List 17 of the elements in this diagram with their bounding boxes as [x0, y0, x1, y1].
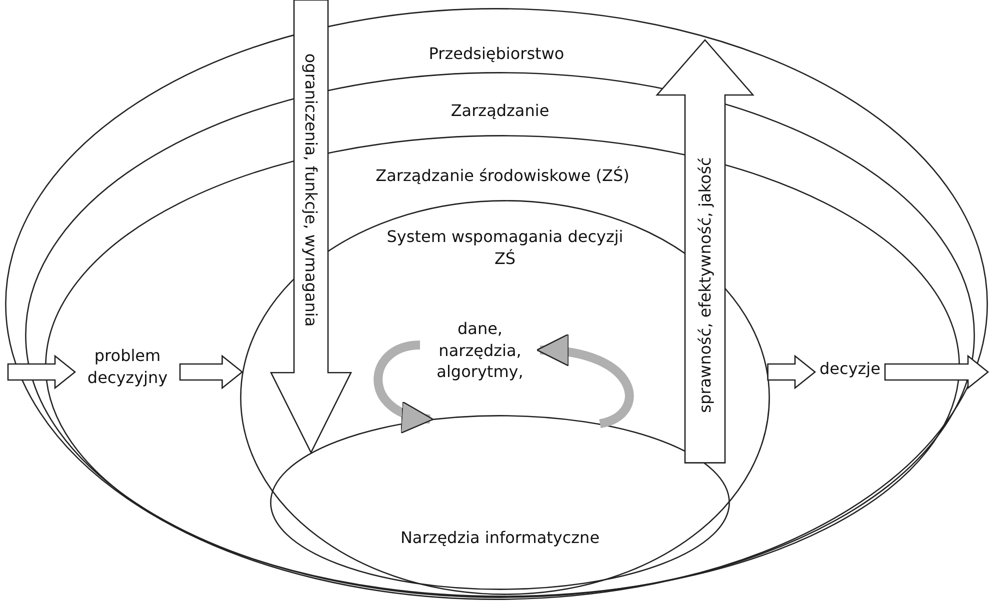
label-text: decyzje: [818, 358, 882, 380]
block-arrow: [767, 354, 816, 390]
region-label: Zarządzanie: [450, 100, 550, 122]
region-label: System wspomagania decyzji ZŚ: [386, 226, 624, 270]
curved-arrow: [374, 340, 434, 432]
label-text: dane, narzędzia, algorytmy,: [436, 318, 524, 383]
edge-label: ograniczenia, funkcje, wymagania: [302, 53, 320, 327]
label-text: problem decyzyjny: [86, 345, 169, 388]
region-label: Narzędzia informatyczne: [399, 527, 601, 549]
region-label: Zarządzanie środowiskowe (ZŚ): [374, 165, 630, 187]
block-arrow: [656, 39, 754, 464]
block-arrow: [7, 354, 76, 390]
block-arrow: [884, 354, 990, 390]
edge-label: sprawność, efektywność, jakość: [696, 157, 714, 413]
block-arrow: [270, 0, 352, 454]
region-label: Przedsiębiorstwo: [428, 43, 566, 65]
block-arrow: [179, 354, 244, 390]
